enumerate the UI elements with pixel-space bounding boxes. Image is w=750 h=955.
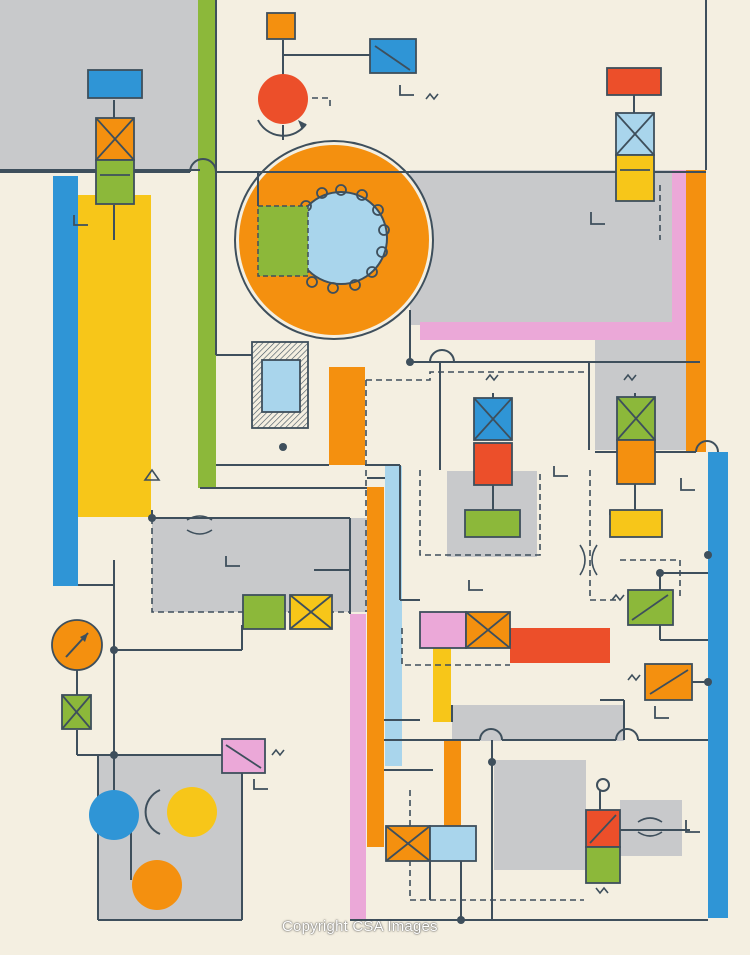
throttle-top: [266, 12, 296, 40]
rotary-green-port: [257, 205, 309, 277]
motor-blue: [89, 790, 139, 840]
pink-stripe-top-h: [420, 322, 685, 340]
gray-zone-lower-right: [494, 760, 586, 870]
orange-stripe-right: [686, 170, 706, 452]
junction-dots: [110, 358, 712, 924]
copyright-watermark: Copyright CSA Images: [282, 918, 438, 935]
pump-direction-arrow: [144, 789, 161, 835]
pink-stripe-long: [350, 614, 366, 920]
orange-valve-right: [616, 439, 656, 485]
orange-stripe-short: [444, 740, 461, 828]
red-valve-center: [473, 442, 513, 486]
green-stripe-vertical: [198, 0, 216, 488]
yellow-piston-right: [609, 509, 663, 538]
blue-header-left: [87, 69, 143, 99]
yellow-reservoir: [78, 195, 151, 517]
blue-valve-top: [369, 38, 417, 74]
green-valve-left: [95, 159, 135, 205]
pink-valve-mid: [419, 611, 467, 649]
light-blue-stripe: [385, 466, 402, 766]
yellow-valve-right: [615, 154, 655, 202]
light-blue-valve-bottom: [429, 825, 477, 862]
pipe-lines: [0, 0, 719, 921]
blue-stripe-left: [53, 176, 78, 586]
gray-zone-band: [452, 705, 624, 741]
blue-stripe-right: [708, 452, 728, 918]
pump-rotation-arrow: [257, 119, 307, 137]
green-piston-center: [464, 509, 521, 538]
tank-symbols: [73, 85, 700, 833]
pump-orange: [132, 860, 182, 910]
orange-stripe-mid: [329, 367, 365, 465]
pump-red: [258, 74, 308, 124]
pump-arrowhead: [298, 120, 306, 130]
pump-yellow: [167, 787, 217, 837]
pink-stripe-top-v: [672, 170, 686, 340]
rotary-inner-blue: [294, 191, 388, 285]
yellow-stripe-mid: [433, 645, 451, 722]
rotary-unit: [234, 140, 434, 340]
gray-zone-lower-right-b: [620, 800, 682, 856]
red-header-right: [606, 67, 662, 96]
red-stripe-mid: [510, 628, 610, 663]
cylinder-core: [261, 359, 301, 413]
orange-stripe-long: [367, 487, 384, 847]
symbols: [143, 92, 663, 895]
port-node: [596, 778, 610, 792]
colored-stripes: [53, 0, 728, 920]
green-valve-left-mid: [242, 594, 286, 630]
valves: [61, 12, 693, 884]
green-valve-bottom-right: [585, 846, 621, 884]
pump-assembly: [51, 74, 610, 910]
